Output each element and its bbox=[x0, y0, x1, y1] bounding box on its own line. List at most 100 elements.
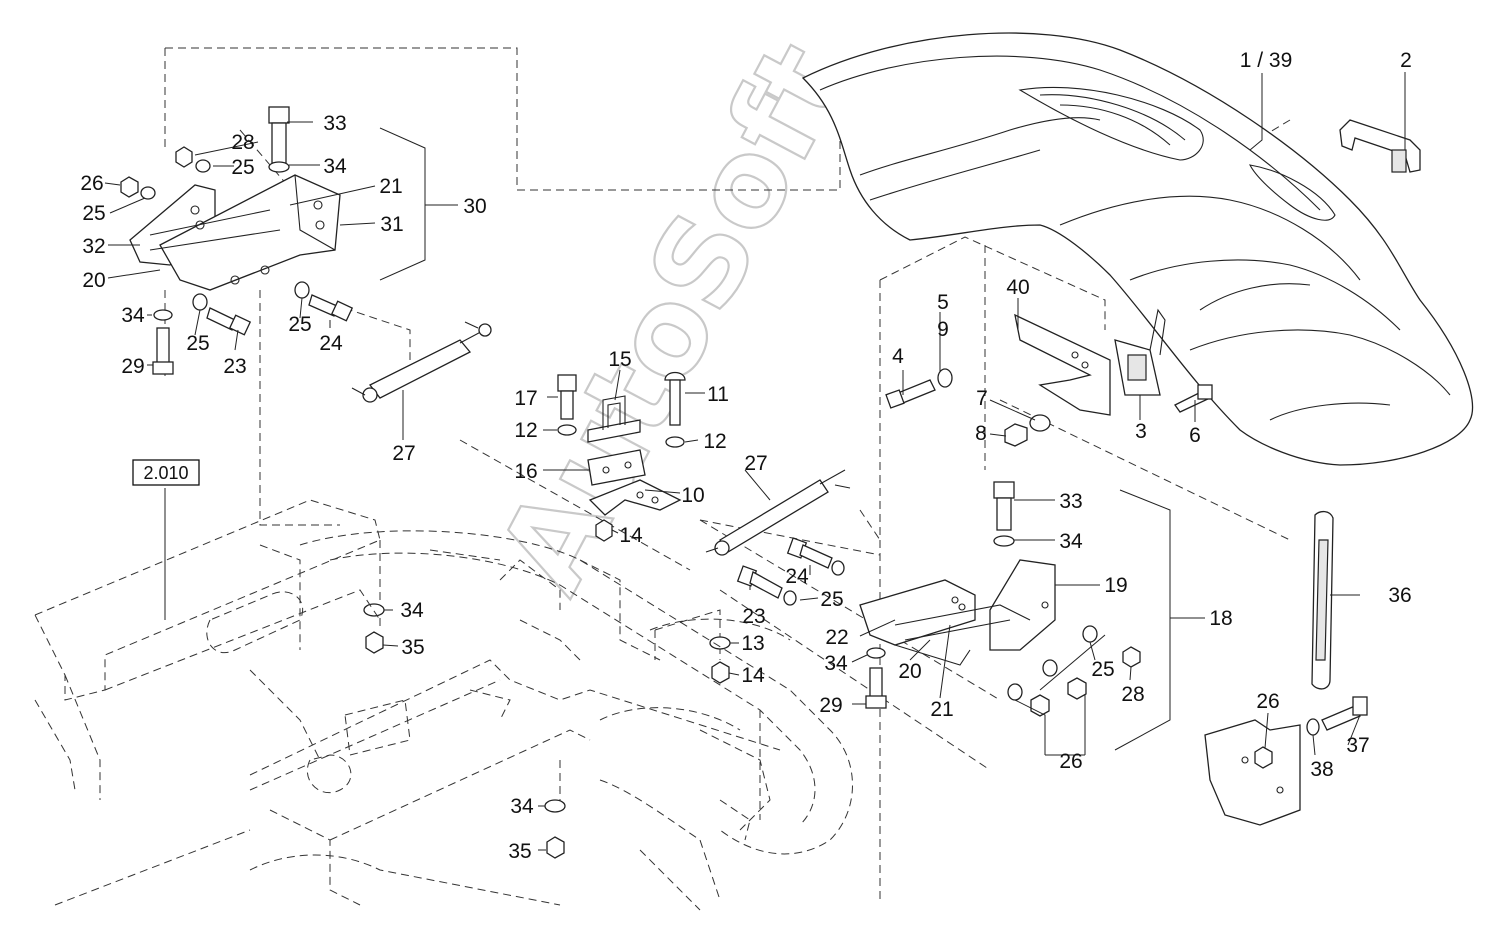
callout-37: 37 bbox=[1346, 734, 1369, 757]
callout-25-d: 25 bbox=[288, 313, 311, 336]
part-bolt-33-left bbox=[268, 106, 290, 173]
callout-1-39: 1 / 39 bbox=[1240, 49, 1293, 72]
part-nuts-left-top bbox=[120, 146, 211, 200]
callout-24-right: 24 bbox=[785, 565, 809, 588]
roof-canopy bbox=[801, 32, 1474, 466]
callout-19: 19 bbox=[1104, 574, 1127, 597]
callout-3: 3 bbox=[1135, 420, 1147, 443]
callout-31: 31 bbox=[380, 213, 403, 236]
watermark-text: AutoSoft bbox=[473, 22, 876, 614]
part-bolt-23-left bbox=[192, 293, 252, 336]
callout-25-c: 25 bbox=[186, 332, 209, 355]
callout-34-e: 34 bbox=[824, 652, 848, 675]
callout-25-f: 25 bbox=[1091, 658, 1114, 681]
callout-12-right: 12 bbox=[703, 430, 726, 453]
part-washer-nut-13-14 bbox=[709, 636, 731, 684]
part-gas-strut-27-left bbox=[351, 321, 492, 403]
callout-23-right: 23 bbox=[742, 605, 765, 628]
part-bracket-40 bbox=[1014, 313, 1111, 416]
part-plate-16 bbox=[587, 449, 646, 486]
callout-28-b: 28 bbox=[1121, 683, 1144, 706]
part-gas-strut-27-right bbox=[705, 469, 851, 556]
callout-4: 4 bbox=[892, 345, 904, 368]
callout-7: 7 bbox=[976, 387, 988, 410]
callout-25-e: 25 bbox=[820, 588, 843, 611]
part-bolt-33-right bbox=[993, 481, 1015, 547]
callout-23-left: 23 bbox=[223, 355, 246, 378]
callout-15: 15 bbox=[608, 348, 631, 371]
callout-18: 18 bbox=[1209, 607, 1232, 630]
callout-34-d: 34 bbox=[1059, 530, 1083, 553]
callout-22: 22 bbox=[825, 626, 848, 649]
callout-26-a: 26 bbox=[80, 172, 103, 195]
callout-20-left: 20 bbox=[82, 269, 105, 292]
part-bracket-15 bbox=[587, 395, 641, 443]
part-handle-2 bbox=[1339, 119, 1421, 173]
callout-33-right: 33 bbox=[1059, 490, 1082, 513]
right-hinge-assembly bbox=[859, 559, 1056, 666]
callout-25-a: 25 bbox=[231, 156, 254, 179]
callout-14-upper: 14 bbox=[619, 524, 643, 547]
watermark: AutoSoft bbox=[472, 21, 877, 615]
part-nut-14-center bbox=[595, 519, 613, 542]
leader-lines bbox=[104, 72, 1406, 851]
part-bolt-23-right bbox=[736, 565, 797, 606]
callout-21-right: 21 bbox=[930, 698, 953, 721]
part-strap-36 bbox=[1311, 510, 1334, 690]
callout-30: 30 bbox=[463, 195, 486, 218]
part-washer-nut-34-35-lower bbox=[544, 799, 566, 859]
callout-24-left: 24 bbox=[319, 332, 343, 355]
part-bolt-11 bbox=[664, 371, 686, 448]
part-bolt-17 bbox=[557, 374, 577, 436]
callout-8: 8 bbox=[975, 422, 987, 445]
part-bolt-29-left bbox=[152, 309, 174, 375]
part-bolt-6 bbox=[1174, 384, 1213, 413]
callout-16: 16 bbox=[514, 460, 537, 483]
callout-29-right: 29 bbox=[819, 694, 842, 717]
reference-box: 2.010 bbox=[132, 459, 200, 486]
callout-33-left: 33 bbox=[323, 112, 346, 135]
part-bolt-4 bbox=[885, 368, 953, 409]
part-bracket-lower-right bbox=[1204, 696, 1368, 826]
callout-27-right: 27 bbox=[744, 452, 767, 475]
part-bolt-24-right bbox=[786, 537, 845, 576]
callout-35-upper: 35 bbox=[401, 636, 424, 659]
callout-10: 10 bbox=[681, 484, 704, 507]
callout-2: 2 bbox=[1400, 49, 1412, 72]
callout-34-a: 34 bbox=[323, 155, 347, 178]
callout-32: 32 bbox=[82, 235, 105, 258]
callout-35-lower: 35 bbox=[508, 840, 531, 863]
callout-25-b: 25 bbox=[82, 202, 105, 225]
callout-40: 40 bbox=[1006, 276, 1029, 299]
callout-29-left: 29 bbox=[121, 355, 144, 378]
callout-36: 36 bbox=[1388, 584, 1411, 607]
left-hinge-assembly bbox=[129, 174, 341, 291]
callout-13: 13 bbox=[741, 632, 764, 655]
part-nut-8 bbox=[1004, 414, 1051, 447]
callout-5: 5 bbox=[937, 291, 949, 314]
part-latch-3 bbox=[1114, 308, 1166, 396]
callout-27-left: 27 bbox=[392, 442, 415, 465]
reference-box-label: 2.010 bbox=[143, 463, 188, 483]
callout-11: 11 bbox=[707, 383, 729, 406]
part-bolt-29-right bbox=[865, 647, 887, 709]
callout-34-f: 34 bbox=[510, 795, 534, 818]
callout-34-c: 34 bbox=[400, 599, 424, 622]
callout-12-left: 12 bbox=[514, 419, 537, 442]
callout-9: 9 bbox=[937, 318, 949, 341]
callout-26-c: 26 bbox=[1256, 690, 1279, 713]
part-bracket-10 bbox=[588, 479, 682, 516]
callout-6: 6 bbox=[1189, 424, 1201, 447]
callout-labels: 1 / 39 2 3 4 5 6 7 8 9 10 11 12 12 13 14… bbox=[80, 49, 1412, 863]
callout-20-right: 20 bbox=[898, 660, 921, 683]
callout-28-a: 28 bbox=[231, 131, 254, 154]
callout-14-lower: 14 bbox=[741, 664, 765, 687]
callout-34-b: 34 bbox=[121, 304, 145, 327]
callout-17: 17 bbox=[514, 387, 537, 410]
vehicle-frame bbox=[34, 499, 853, 911]
callout-21-left: 21 bbox=[379, 175, 402, 198]
callout-26-b: 26 bbox=[1059, 750, 1082, 773]
callout-38: 38 bbox=[1310, 758, 1333, 781]
